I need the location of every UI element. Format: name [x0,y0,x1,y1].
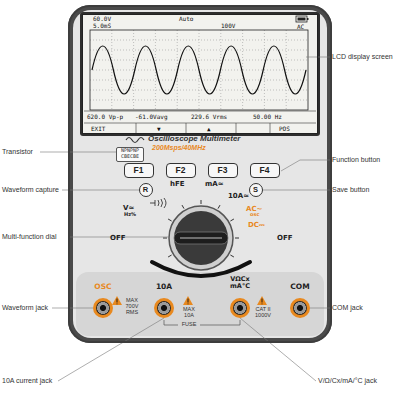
dial-setting-label: Hz% [124,212,136,218]
device-casing [68,5,332,343]
callout-label: Waveform jack [2,304,48,312]
callout-label: Multi-function dial [2,233,56,241]
jack-panel [76,272,324,336]
battery-tip [307,18,309,20]
button-label: F1 [125,164,152,176]
lcd-reading: ▼ [157,126,161,133]
callout-label: 10A current jack [2,377,52,385]
device-face [73,10,327,338]
dial-ring [169,206,233,270]
warning-label: MAX 10A [181,306,197,318]
warning-mark [117,299,118,305]
jack-label: COM [280,282,320,291]
button-label: F3 [209,164,236,176]
lcd-reading: 60.0V [93,16,111,23]
function-button: F3 [208,163,238,178]
lcd-reading: 100V [221,23,235,30]
fuse-bracket [164,320,240,325]
function-button: F4 [250,163,280,178]
input-jack: 10A [154,298,174,318]
continuity-symbol [150,198,166,208]
jack-label: OSC [83,282,123,291]
dial-setting-label: OFF [277,234,293,242]
warning-label: MAX 700V RMS [123,297,141,315]
leader-lines [40,57,330,381]
dial-setting-label: osc [250,212,259,218]
warning-triangle [257,296,267,305]
callout-label: Waveform capture [2,186,59,194]
lcd-reading: POS [279,126,290,133]
pin-type: NPNPNP [117,148,143,154]
dial-setting-label: mA≃ [205,180,224,188]
callout-label: Save button [332,186,369,194]
dial-ticks [163,200,239,257]
lcd-reading: AC [297,24,304,31]
lcd-reading: Auto [179,16,193,23]
warning-triangle [112,296,122,305]
dial-setting-label: hFE [170,180,185,188]
sine-waveform [92,46,306,94]
jack-label: 10A [144,282,184,291]
dial-setting-label: OFF [110,234,126,242]
lcd-reading: ▲ [207,126,211,133]
dial-setting-label: V≃ [123,204,134,212]
warning-mark [188,299,189,305]
dial-setting-label: 10A≃ [228,192,249,200]
dial-pointer [180,237,222,239]
callout-label: COM jack [332,304,363,312]
lcd-reading: -61.0Vavg [135,114,168,121]
button-label: F2 [167,164,194,176]
save-button: S [249,183,263,197]
function-button: F2 [166,163,196,178]
dial-setting-label: DC⎓ [248,221,265,229]
brand-name: Oscilloscope Multimeter [148,134,240,143]
button-label: S [250,184,261,195]
input-jack: COM [290,298,310,318]
wave-logo [126,138,144,143]
callout-label: V/Ω/Cx/mA/°C jack [318,377,377,385]
callout-label: Function button [332,156,380,164]
lcd-screen: 60.0V5.0mS Auto 100V AC 620.0 Vp-p -61.0Vavg 2… [82,14,318,134]
input-jack: OSC [93,298,113,318]
callout-label: LCD display screen [332,53,393,61]
lcd-reading: 229.6 Vrms [191,114,227,121]
lcd-reading: 50.00 Hz [253,114,282,121]
lcd-menu-dividers [84,111,316,134]
device-body: Oscilloscope Multimeter200Msps/40MHz 60.0… [68,5,332,343]
warning-label: CAT II 1000V [252,306,274,318]
function-button: F1 [124,163,154,178]
warning-label: FUSE [179,321,199,327]
lcd-bezel [80,12,320,136]
transistor-socket: NPNPNPCBECBE [116,147,144,162]
jack-label: VΩCx mA°C [228,276,252,290]
lcd-grid-frame [90,30,308,110]
pin-order: CBECBE [117,154,143,160]
lcd-reading: 5.0mS [93,23,111,30]
lcd-reading: 620.0 Vp-p [87,114,123,121]
battery-icon [296,16,307,22]
battery-level [298,18,306,21]
callout-label: Transistor [2,148,33,156]
warning-triangle [183,296,193,305]
dial-knob [174,232,228,244]
lcd-glass [82,14,318,134]
input-jack: VΩCx mA°C [230,298,250,318]
lcd-reading: EXIT [91,126,105,133]
brand-spec: 200Msps/40MHz [152,144,206,152]
button-label: F4 [251,164,278,176]
dial-body [174,211,228,265]
lcd-grid [90,30,308,110]
warning-mark [262,299,263,305]
capture-button: R [139,183,153,197]
button-label: R [140,184,151,195]
dial-arc [152,262,250,276]
